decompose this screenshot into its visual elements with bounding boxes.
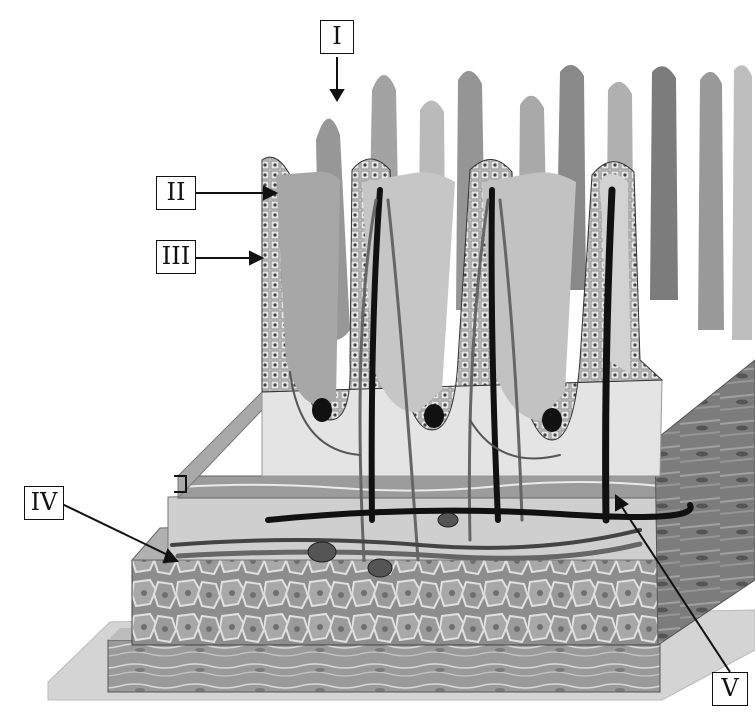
- label-III: III: [156, 240, 196, 274]
- label-IV: IV: [24, 486, 64, 520]
- label-V: V: [712, 672, 748, 706]
- arrowhead-I: [331, 90, 343, 100]
- label-II: II: [156, 176, 196, 210]
- label-I: I: [320, 20, 354, 54]
- arrowhead-III: [250, 252, 262, 264]
- arrow-IV: [60, 503, 172, 557]
